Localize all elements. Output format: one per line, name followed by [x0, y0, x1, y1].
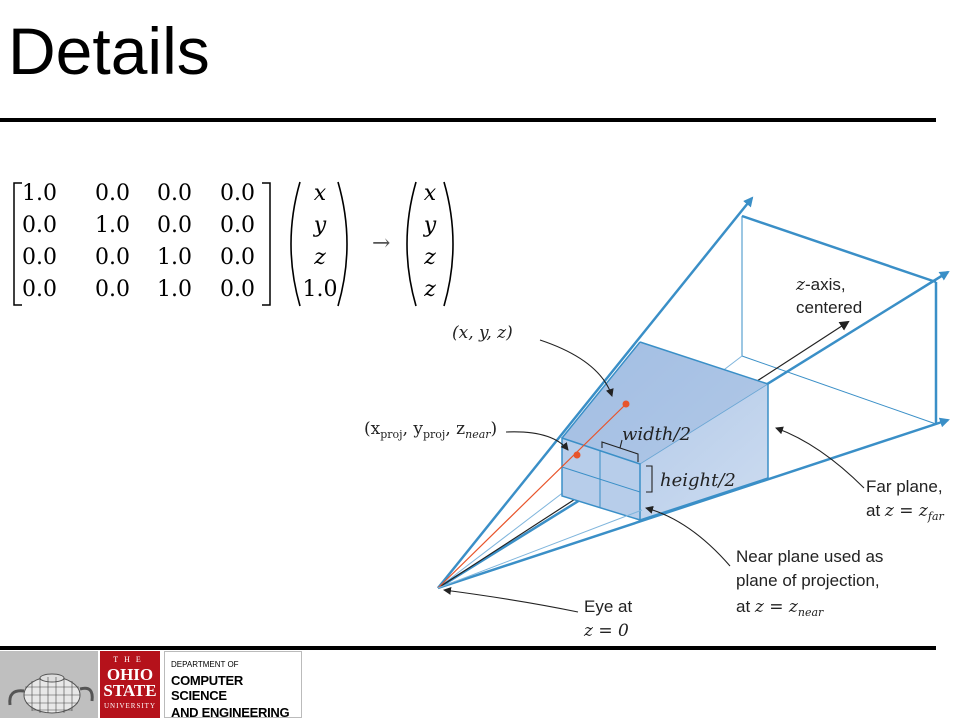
- point-projected: [573, 451, 581, 459]
- matrix-cell: 0.0: [22, 213, 57, 238]
- matrix-cell: 0.0: [220, 245, 255, 270]
- output-vector-z: z: [423, 245, 436, 270]
- matrix-cell: 0.0: [95, 181, 130, 206]
- leader-proj: [505, 431, 569, 451]
- output-vector-y: y: [423, 213, 437, 238]
- input-vector-x: x: [314, 181, 327, 206]
- input-vector-y: y: [313, 213, 327, 238]
- leader-point: [539, 339, 614, 397]
- far-plane-label: Far plane,: [866, 477, 943, 496]
- projected-point-label: (xproj, yproj, znear): [364, 419, 497, 441]
- matrix-cell: 0.0: [22, 277, 57, 302]
- matrix-cell: 1.0: [95, 213, 130, 238]
- matrix-cell: 1.0: [22, 181, 57, 206]
- matrix-cell: 0.0: [95, 277, 130, 302]
- matrix-cell: 0.0: [220, 213, 255, 238]
- eye-label-2: z = 0: [583, 621, 629, 641]
- title-divider: [0, 118, 936, 122]
- near-plane-eq: at z = znear: [736, 597, 824, 619]
- matrix-cell: 0.0: [220, 181, 255, 206]
- teapot-logo-image: [0, 651, 98, 718]
- near-plane-label-1: Near plane used as: [736, 547, 883, 566]
- eye-label-1: Eye at: [584, 597, 632, 616]
- matrix-row-2: 0.0 1.0 0.0 0.0: [22, 213, 255, 238]
- z-axis-label: z-axis,: [795, 275, 846, 295]
- leader-far: [775, 426, 865, 489]
- osu-logo: THE OHIO STATE UNIVERSITY: [100, 651, 160, 718]
- matrix-row-4: 0.0 0.0 1.0 0.0: [22, 277, 255, 302]
- width-label: width/2: [622, 424, 691, 445]
- view-volume-box: [561, 341, 769, 522]
- projection-ray: [437, 403, 627, 589]
- projection-matrix: 1.0 0.0 0.0 0.0 0.0 1.0 0.0 0.0 0.0 0.0 …: [13, 181, 454, 307]
- matrix-cell: 1.0: [157, 245, 192, 270]
- point-label: (x, y, z): [452, 323, 513, 343]
- matrix-row-1: 1.0 0.0 0.0 0.0: [22, 181, 255, 206]
- matrix-cell: 0.0: [22, 245, 57, 270]
- input-vector-z: z: [313, 245, 326, 270]
- point-xyz: [622, 400, 630, 408]
- slide-title: Details: [8, 14, 210, 88]
- matrix-cell: 0.0: [157, 181, 192, 206]
- input-vector-w: 1.0: [303, 277, 338, 302]
- matrix-cell: 0.0: [220, 277, 255, 302]
- projection-diagram: 1.0 0.0 0.0 0.0 0.0 1.0 0.0 0.0 0.0 0.0 …: [13, 181, 950, 641]
- transform-arrow: →: [372, 231, 390, 256]
- footer-divider: [0, 646, 936, 650]
- near-plane-label-2: plane of projection,: [736, 571, 880, 590]
- matrix-row-3: 0.0 0.0 1.0 0.0: [22, 245, 255, 270]
- leader-near: [645, 505, 731, 567]
- height-label: height/2: [660, 470, 736, 491]
- matrix-cell: 0.0: [157, 213, 192, 238]
- far-plane-eq: at z = zfar: [866, 501, 945, 523]
- department-wordmark: DEPARTMENT OF COMPUTER SCIENCE AND ENGIN…: [164, 651, 302, 720]
- ray-to-near-corner: [437, 509, 643, 589]
- output-vector-x: x: [424, 181, 437, 206]
- output-vector-w: z: [423, 277, 436, 302]
- matrix-cell: 0.0: [95, 245, 130, 270]
- leader-eye: [443, 586, 579, 613]
- matrix-cell: 1.0: [157, 277, 192, 302]
- z-axis-label-2: centered: [796, 298, 862, 317]
